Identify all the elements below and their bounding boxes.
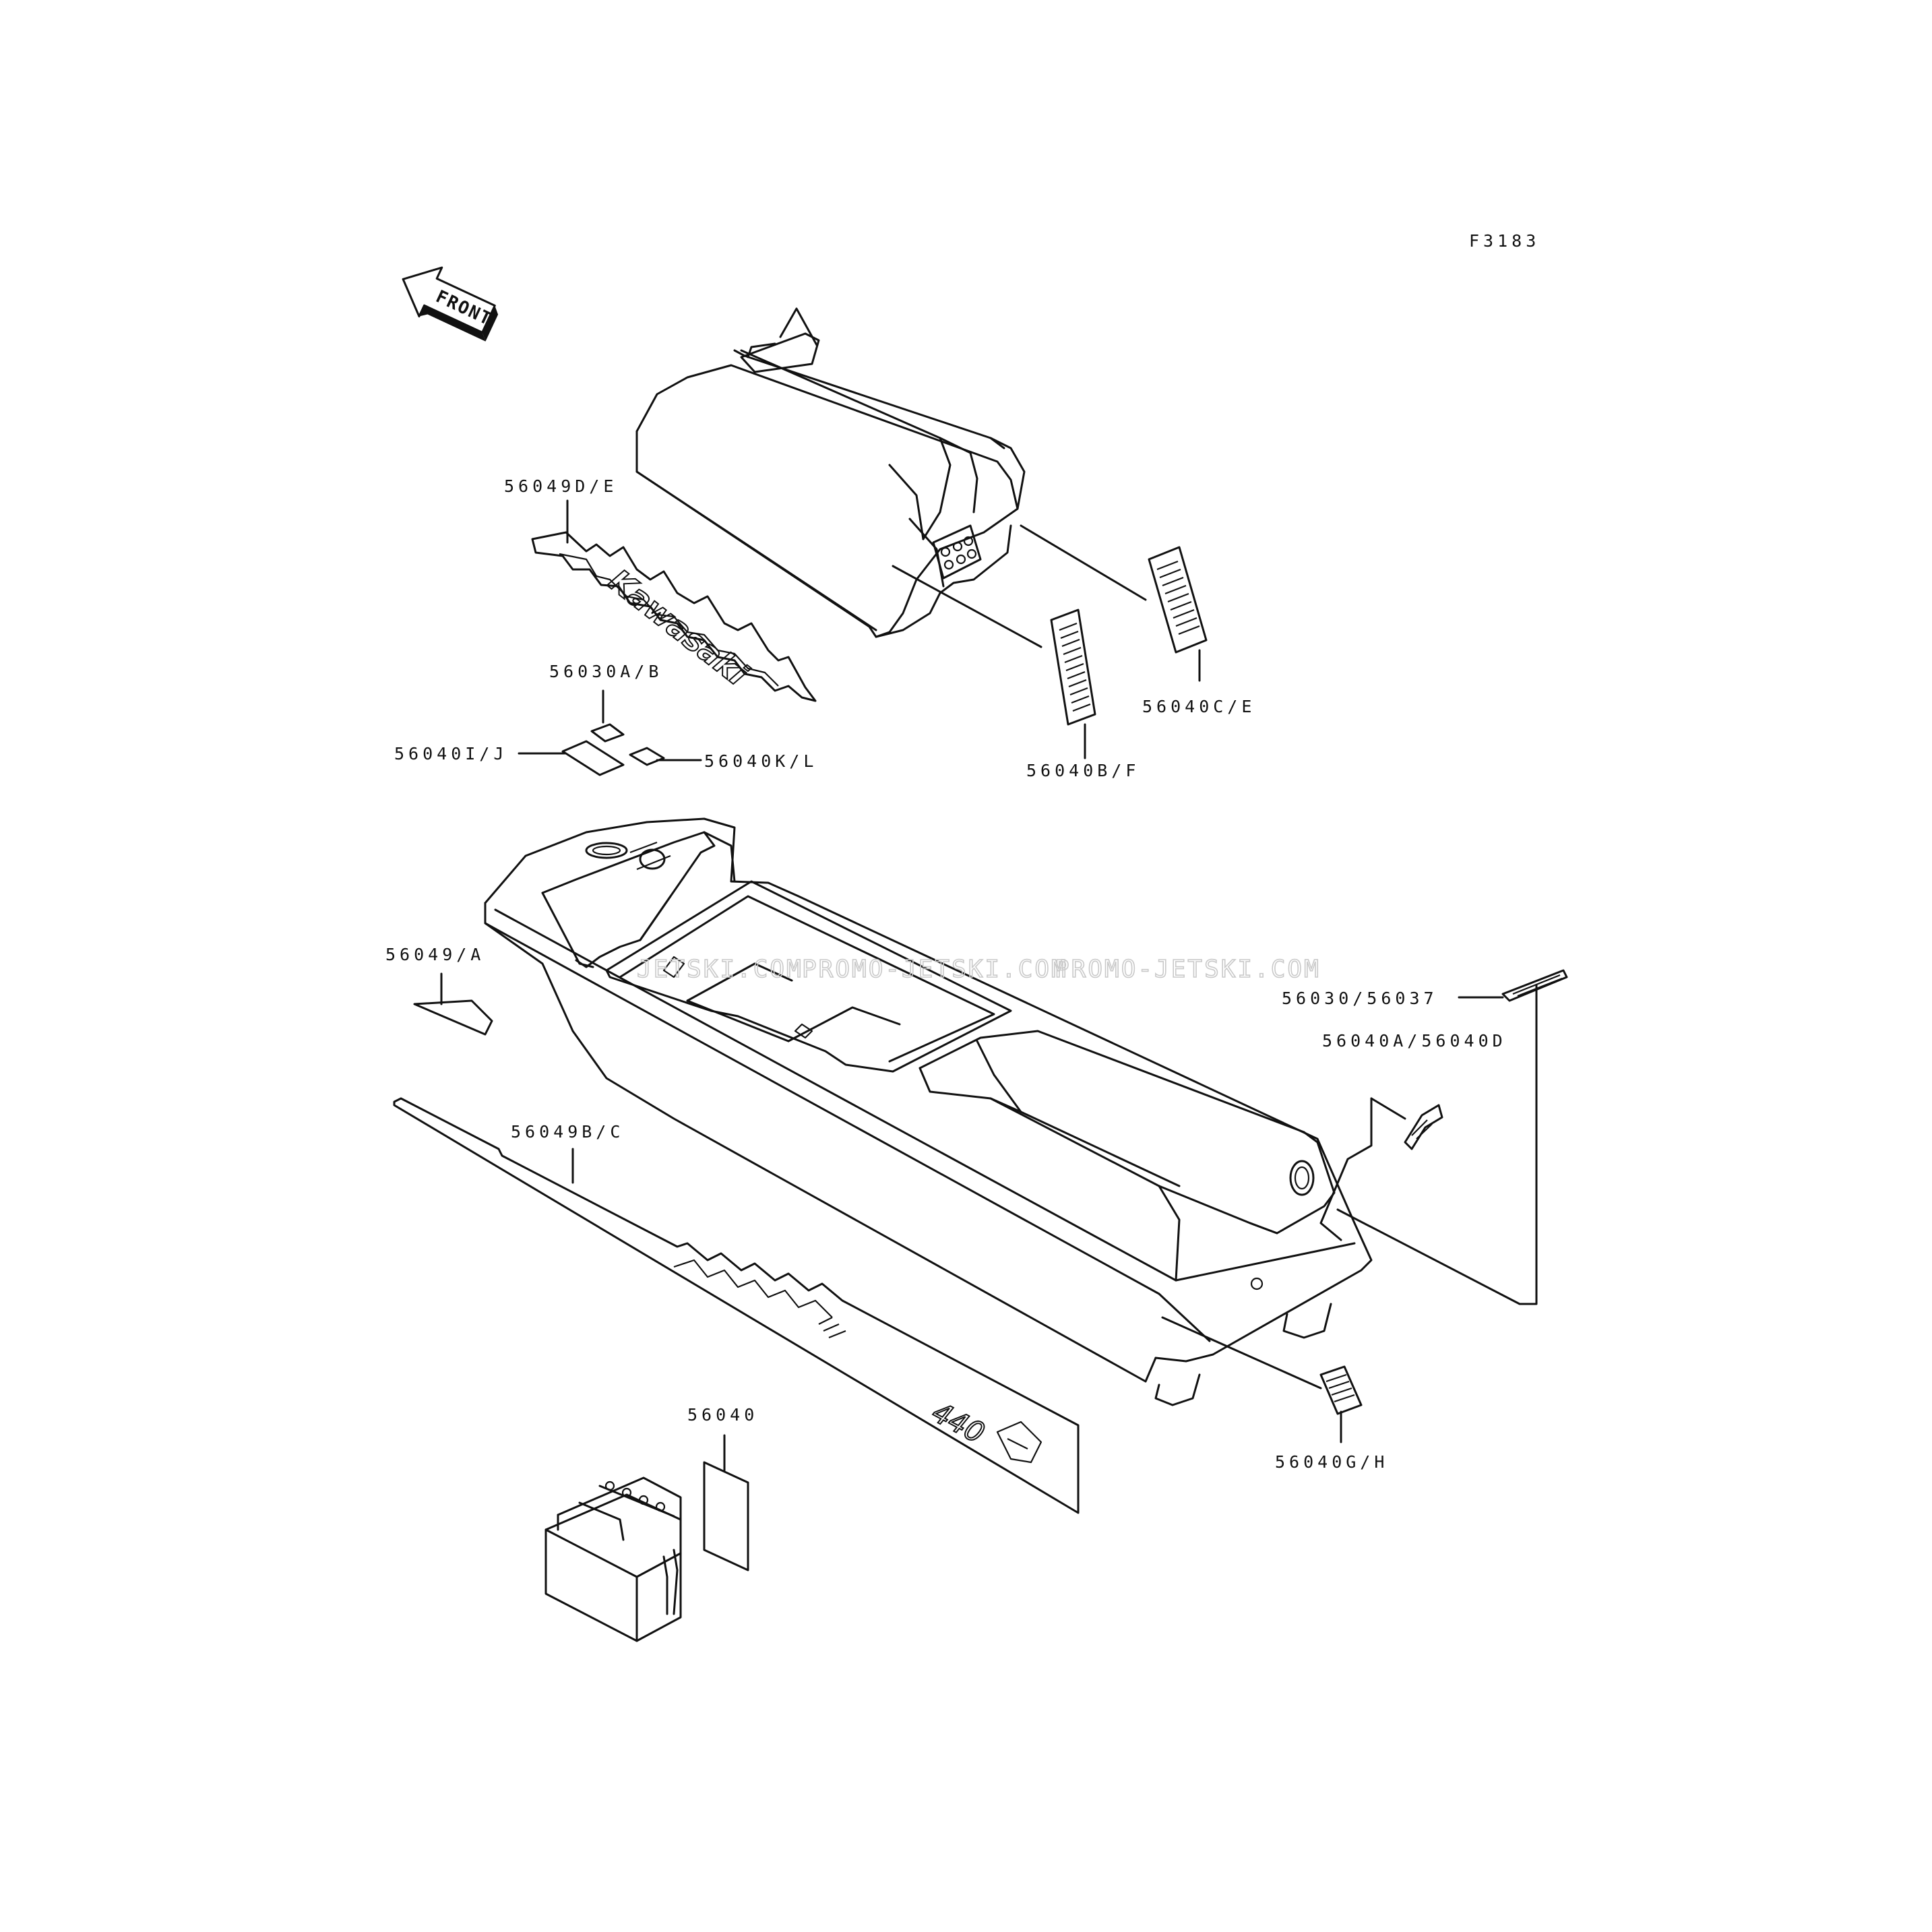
label-56040GH: 56040G/H: [1275, 1452, 1388, 1472]
battery: [544, 1476, 682, 1642]
decal-56040GH: [1319, 1365, 1363, 1415]
figure-code: F3183: [1469, 231, 1540, 251]
watermark-3: PROMO-JETSKI.COM: [1055, 956, 1321, 983]
decal-56040IJ: [561, 740, 625, 776]
label-56040IJ: 56040I/J: [394, 744, 507, 764]
label-56030-56037: 56030/56037: [1282, 989, 1438, 1008]
label-56040CE: 56040C/E: [1142, 697, 1255, 716]
decal-56049A: [413, 999, 493, 1036]
watermark-2: PROMO-JETSKI.COM: [802, 956, 1068, 983]
vent-decal-bf: [1050, 609, 1096, 726]
label-56040: 56040: [687, 1405, 758, 1425]
label-56049A: 56049/A: [385, 945, 485, 964]
decal-56030AB: [590, 723, 625, 743]
decal-56040KL: [629, 747, 665, 766]
side-stripe-decal: 440: [393, 1097, 1080, 1514]
battery-label-decal: [703, 1461, 749, 1571]
label-56040KL: 56040K/L: [704, 751, 817, 771]
front-arrow-icon: FRONT: [402, 266, 499, 342]
label-56049BC: 56049B/C: [511, 1122, 624, 1142]
hull-assembly: [484, 817, 1373, 1406]
decal-56040A-56040D: [1404, 1104, 1443, 1150]
decal-56030-56037: [1501, 969, 1568, 1002]
label-56049DE: 56049D/E: [504, 476, 617, 496]
label-56040A-56040D: 56040A/56040D: [1322, 1031, 1507, 1051]
label-56040BF: 56040B/F: [1026, 761, 1140, 780]
vent-decal-ce: [1148, 546, 1208, 654]
watermark-1: JETSKI.COM: [637, 956, 803, 983]
label-56030AB: 56030A/B: [549, 662, 662, 681]
hood-assembly: [635, 307, 1147, 648]
